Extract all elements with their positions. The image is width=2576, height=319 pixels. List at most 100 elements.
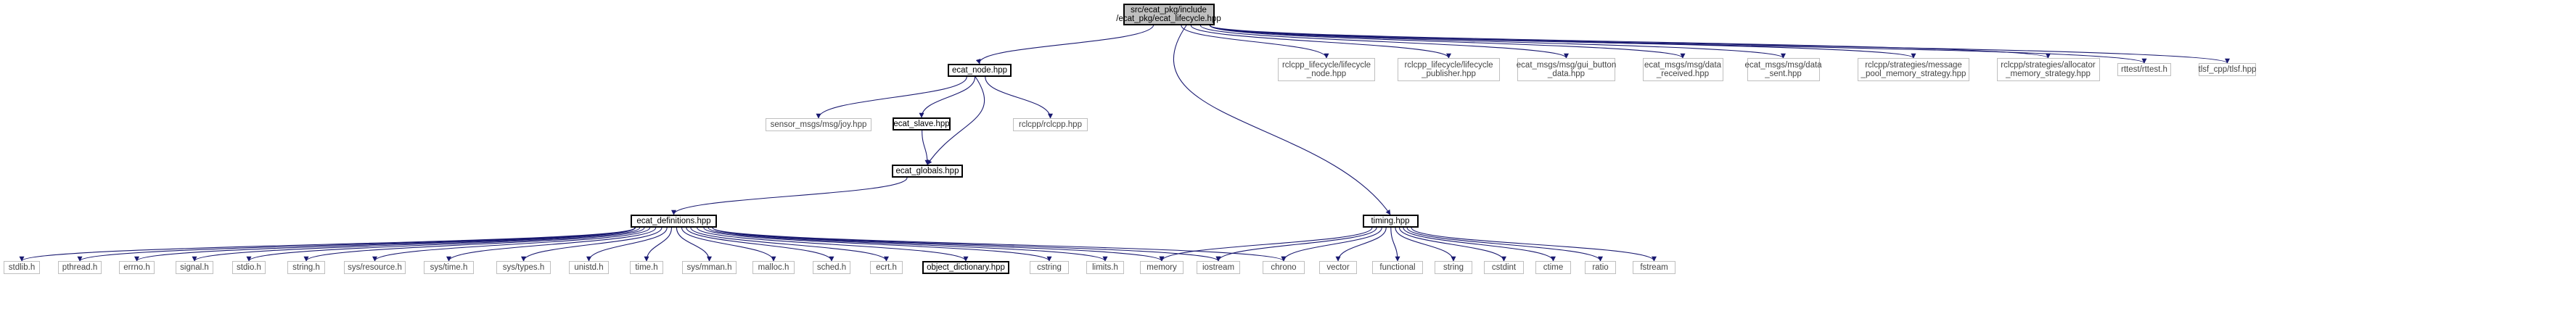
node-label: string (1443, 263, 1464, 272)
node-data-sent[interactable]: ecat_msgs/msg/data _sent.hpp (1744, 58, 1822, 81)
node-ratio[interactable]: ratio (1585, 261, 1616, 274)
node-object-dictionary[interactable]: object_dictionary.hpp (922, 261, 1009, 274)
node-gui-button-data[interactable]: ecat_msgs/msg/gui_button _data.hpp (1517, 58, 1616, 81)
node-label: rttest/rttest.h (2121, 65, 2167, 74)
node-signal[interactable]: signal.h (176, 261, 213, 274)
node-sys-resource[interactable]: sys/resource.h (344, 261, 406, 274)
node-label: malloc.h (758, 263, 789, 272)
edge-ecat_node-to-rclcpp (985, 76, 1053, 119)
node-label: stdio.h (237, 263, 261, 272)
edge-timing-to-cstdint (1398, 227, 1506, 262)
node-stdlib[interactable]: stdlib.h (4, 261, 40, 274)
node-label: rclcpp/strategies/message _pool_memory_s… (1861, 61, 1966, 78)
node-label: signal.h (180, 263, 209, 272)
edge-ecat_node-to-ecat_slave (919, 76, 976, 118)
node-message-pool-strategy[interactable]: rclcpp/strategies/message _pool_memory_s… (1858, 58, 1969, 81)
edge-root-to-gui_button (1199, 25, 1569, 59)
node-lifecycle-publisher[interactable]: rclcpp_lifecycle/lifecycle _publisher.hp… (1398, 58, 1500, 81)
edge-root-to-timing (1173, 25, 1391, 215)
edge-ecat_definitions-to-stdlib (19, 227, 636, 262)
edge-ecat_definitions-to-signal (192, 227, 636, 262)
edge-timing-to-vector (1335, 227, 1387, 262)
edge-ecat_definitions-to-unistd (586, 227, 668, 262)
node-label: errno.h (123, 263, 150, 272)
node-cstdint[interactable]: cstdint (1484, 261, 1524, 274)
node-unistd[interactable]: unistd.h (569, 261, 609, 274)
edge-ecat_definitions-to-time_sys (446, 227, 657, 262)
node-cstring[interactable]: cstring (1030, 261, 1069, 274)
edge-ecat_definitions-to-malloc (681, 227, 776, 262)
edge-timing-to-memory (1159, 227, 1373, 262)
edge-ecat_node-to-joy (816, 76, 967, 119)
node-joy[interactable]: sensor_msgs/msg/joy.hpp (766, 118, 871, 131)
node-sys-time[interactable]: sys/time.h (424, 261, 474, 274)
include-edges (19, 25, 2230, 262)
node-time-h[interactable]: time.h (630, 261, 663, 274)
node-fstream[interactable]: fstream (1633, 261, 1675, 274)
node-label: ecat_node.hpp (951, 66, 1008, 75)
edge-timing-to-functional (1390, 227, 1400, 262)
node-label: time.h (635, 263, 658, 272)
node-errno[interactable]: errno.h (119, 261, 155, 274)
node-functional[interactable]: functional (1372, 261, 1423, 274)
edge-ecat_definitions-to-mman (676, 227, 712, 262)
node-stdio[interactable]: stdio.h (232, 261, 266, 274)
node-ecat-node[interactable]: ecat_node.hpp (948, 64, 1012, 77)
node-rttest[interactable]: rttest/rttest.h (2117, 63, 2171, 76)
edge-root-to-allocator (1209, 25, 2051, 59)
edge-ecat_definitions-to-errno (134, 227, 636, 262)
edge-root-to-tlsf (1209, 25, 2230, 64)
node-allocator-strategy[interactable]: rclcpp/strategies/allocator _memory_stra… (1996, 58, 2100, 81)
edge-ecat_definitions-to-memory (712, 227, 1165, 262)
node-string[interactable]: string (1435, 261, 1472, 274)
node-label: sensor_msgs/msg/joy.hpp (770, 120, 867, 129)
edge-root-to-data_received (1209, 25, 1686, 59)
node-label: cstring (1037, 263, 1062, 272)
node-label: ecat_msgs/msg/data _received.hpp (1644, 61, 1722, 78)
node-label: src/ecat_pkg/include /ecat_pkg/ecat_life… (1116, 6, 1221, 23)
edge-timing-to-chrono (1281, 227, 1382, 262)
edge-timing-to-ctime (1403, 227, 1556, 262)
node-tlsf[interactable]: tlsf_cpp/tlsf.hpp (2199, 63, 2256, 76)
node-ctime[interactable]: ctime (1535, 261, 1571, 274)
edge-ecat_slave-to-ecat_globals (922, 130, 930, 165)
node-timing[interactable]: timing.hpp (1362, 215, 1419, 228)
node-ecat-definitions[interactable]: ecat_definitions.hpp (631, 215, 717, 228)
node-sys-mman[interactable]: sys/mman.h (682, 261, 737, 274)
node-label: rclcpp/strategies/allocator _memory_stra… (2001, 61, 2096, 78)
node-ecat-globals[interactable]: ecat_globals.hpp (892, 165, 963, 178)
node-lifecycle-node[interactable]: rclcpp_lifecycle/lifecycle _node.hpp (1278, 58, 1375, 81)
node-ecat-lifecycle-root[interactable]: src/ecat_pkg/include /ecat_pkg/ecat_life… (1116, 4, 1221, 25)
edge-ecat_definitions-to-stdio (246, 227, 641, 262)
edge-ecat_definitions-to-resource (372, 227, 651, 262)
node-label: functional (1379, 263, 1416, 272)
node-label: stdlib.h (8, 263, 36, 272)
node-limits[interactable]: limits.h (1086, 261, 1124, 274)
edge-ecat_definitions-to-time_h (644, 227, 673, 262)
node-label: timing.hpp (1371, 217, 1410, 225)
edge-timing-to-string (1395, 227, 1456, 262)
node-label: sys/resource.h (348, 263, 402, 272)
node-sys-types[interactable]: sys/types.h (496, 261, 551, 274)
node-sched[interactable]: sched.h (813, 261, 850, 274)
node-malloc[interactable]: malloc.h (752, 261, 795, 274)
node-label: tlsf_cpp/tlsf.hpp (2198, 65, 2257, 74)
node-pthread[interactable]: pthread.h (58, 261, 102, 274)
edge-ecat_definitions-to-iostream (712, 227, 1221, 262)
node-data-received[interactable]: ecat_msgs/msg/data _received.hpp (1642, 58, 1723, 81)
node-string-h[interactable]: string.h (287, 261, 325, 274)
node-ecrt[interactable]: ecrt.h (870, 261, 903, 274)
node-vector[interactable]: vector (1319, 261, 1357, 274)
node-iostream[interactable]: iostream (1197, 261, 1240, 274)
node-ecat-slave[interactable]: ecat_slave.hpp (893, 117, 951, 130)
node-chrono[interactable]: chrono (1263, 261, 1305, 274)
edge-ecat_node-to-ecat_globals (927, 76, 985, 165)
node-label: rclcpp_lifecycle/lifecycle _node.hpp (1281, 61, 1371, 78)
edge-timing-to-ratio (1406, 227, 1603, 262)
node-rclcpp[interactable]: rclcpp/rclcpp.hpp (1013, 118, 1088, 131)
node-label: sys/time.h (430, 263, 468, 272)
edge-ecat_definitions-to-string_h (303, 227, 645, 262)
node-label: ecat_definitions.hpp (636, 217, 711, 225)
node-memory[interactable]: memory (1140, 261, 1184, 274)
